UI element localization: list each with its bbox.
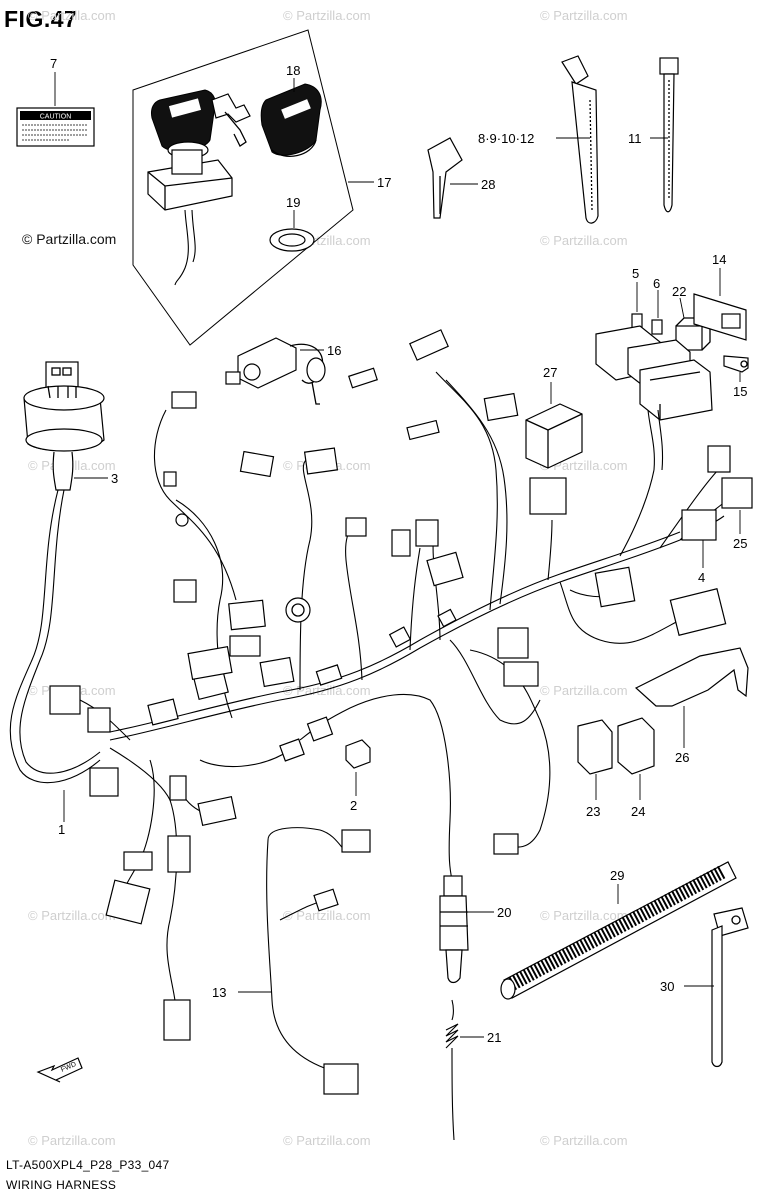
key-part[interactable] [427, 137, 463, 219]
cable-tie-clip-part[interactable] [561, 55, 599, 224]
callout-6: 6 [653, 276, 660, 291]
callout-3: 3 [111, 471, 118, 486]
callout-4: 4 [698, 570, 705, 585]
connector-3-part[interactable] [23, 361, 105, 491]
connector-2-part[interactable] [345, 739, 371, 769]
callout-27: 27 [543, 365, 557, 380]
callout-14: 14 [712, 252, 726, 267]
callout-18: 18 [286, 63, 300, 78]
callout-16: 16 [327, 343, 341, 358]
callout-17: 17 [377, 175, 391, 190]
watermark: © Partzilla.com [28, 8, 116, 23]
callout-24: 24 [631, 804, 645, 819]
callout-7: 7 [50, 56, 57, 71]
callout-20: 20 [497, 905, 511, 920]
cable-tie-part[interactable] [659, 57, 679, 213]
plug-16-part[interactable] [225, 337, 326, 405]
bracket-14-part[interactable] [693, 293, 747, 341]
bracket-26-part[interactable] [634, 647, 749, 707]
watermark: © Partzilla.com [283, 908, 371, 923]
ignition-cap-part[interactable] [260, 83, 322, 157]
figure-title: FIG.47 [4, 6, 78, 32]
forward-arrow-icon: FWD [36, 1057, 83, 1083]
callout-28: 28 [481, 177, 495, 192]
watermark: © Partzilla.com [540, 233, 628, 248]
cable-tie-30-part[interactable] [711, 907, 749, 1068]
callout-23: 23 [586, 804, 600, 819]
caution-label-part[interactable]: CAUTION [16, 107, 95, 147]
fuse-box[interactable] [595, 325, 713, 471]
callout-11: 11 [628, 131, 642, 146]
caption-name: WIRING HARNESS [6, 1178, 117, 1192]
ignition-switch-part[interactable] [147, 89, 251, 286]
callout-19: 19 [286, 195, 300, 210]
watermark: © Partzilla.com [540, 8, 628, 23]
ring-nut-part[interactable] [269, 228, 315, 252]
callout-29: 29 [610, 868, 624, 883]
callout-1: 1 [58, 822, 65, 837]
sub-harness-13-part[interactable] [266, 827, 371, 1095]
connector-24-part[interactable] [617, 717, 655, 775]
callout-30: 30 [660, 979, 674, 994]
watermark: © Partzilla.com [540, 1133, 628, 1148]
watermark: © Partzilla.com [28, 1133, 116, 1148]
callout-15: 15 [733, 384, 747, 399]
watermark: © Partzilla.com [540, 683, 628, 698]
watermark: © Partzilla.com [283, 8, 371, 23]
harness-connectors[interactable] [49, 329, 753, 1041]
watermark: © Partzilla.com [28, 908, 116, 923]
caution-label-text: CAUTION [40, 114, 72, 121]
clamp-15-part[interactable] [723, 355, 749, 373]
watermark: © Partzilla.com [540, 908, 628, 923]
callout-5: 5 [632, 266, 639, 281]
caption-code: LT-A500XPL4_P28_P33_047 [6, 1158, 170, 1172]
callout-8-12: 8·9·10·12 [478, 131, 534, 146]
callout-25: 25 [733, 536, 747, 551]
callout-2: 2 [350, 798, 357, 813]
spring-21-part[interactable] [445, 999, 459, 1141]
connector-23-part[interactable] [577, 719, 613, 775]
callout-21: 21 [487, 1030, 501, 1045]
corrugated-tube-29-part[interactable] [500, 861, 737, 1000]
copyright-notice: © Partzilla.com [22, 231, 117, 247]
watermark: © Partzilla.com [283, 1133, 371, 1148]
relay-27-part[interactable] [525, 403, 583, 469]
sensor-20-part[interactable] [439, 875, 469, 984]
callout-13: 13 [212, 985, 226, 1000]
callout-22: 22 [672, 284, 686, 299]
fuse-6-part[interactable] [651, 319, 663, 335]
callout-26: 26 [675, 750, 689, 765]
